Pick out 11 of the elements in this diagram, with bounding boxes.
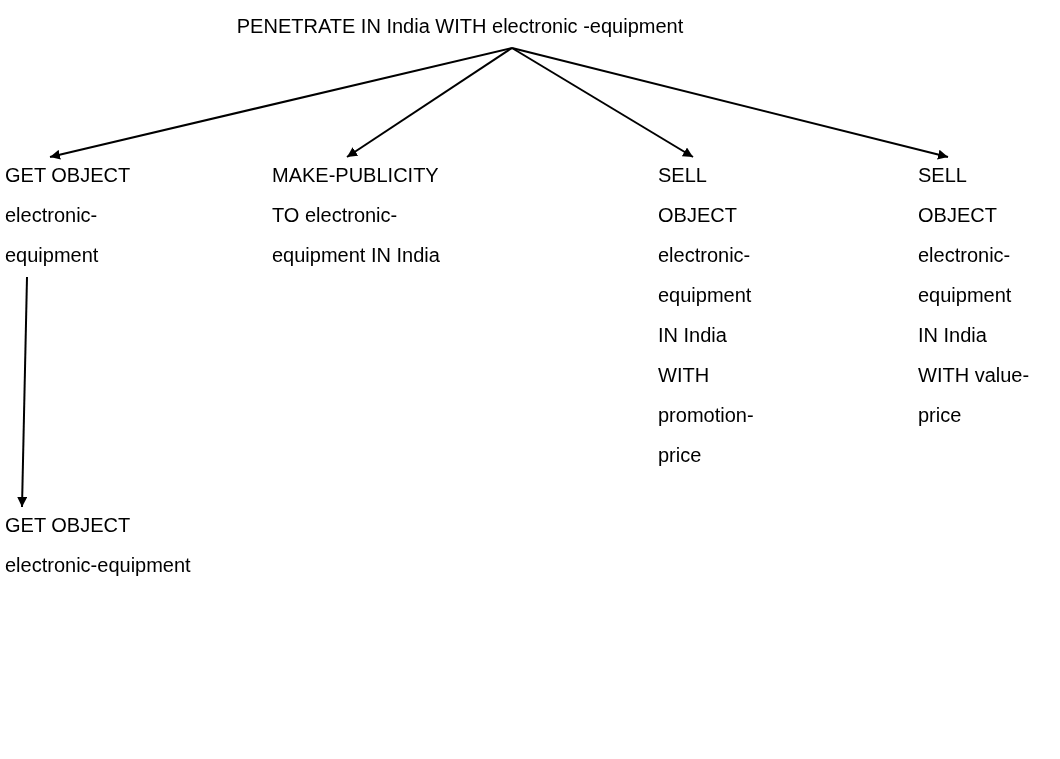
subgoal-text: GET OBJECT electronic-equipment (5, 163, 131, 268)
arrow (49, 47, 513, 160)
arrow (511, 47, 694, 158)
subgoal-text: SELL OBJECT electronic-equipment IN India WITH promotion-price (658, 163, 755, 468)
arrow (17, 276, 28, 508)
subgoal-text: SELL OBJECT electronic-equipment IN India WITH value-price (918, 163, 1031, 428)
arrow (346, 47, 513, 158)
goal-text: PENETRATE IN India WITH electronic -equipment (235, 14, 685, 39)
subgoal-text: GET OBJECT electronic-equipment (5, 513, 192, 578)
arrow (511, 47, 949, 160)
subgoal-text: MAKE-PUBLICITY TO electronic-equipment IN India (272, 163, 441, 268)
